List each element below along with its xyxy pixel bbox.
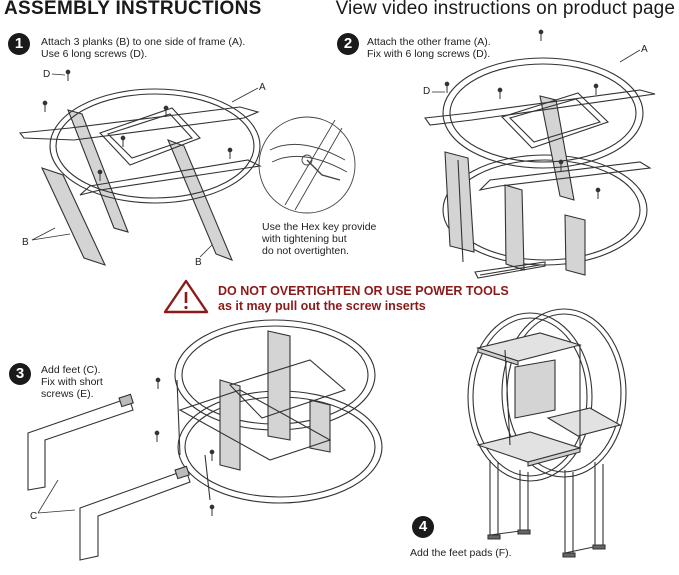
warning-line-1: DO NOT OVERTIGHTEN OR USE POWER TOOLS (218, 284, 509, 298)
step-3-text-line-1: Add feet (C). (41, 364, 101, 376)
step-2-text-line-2: Fix with 6 long screws (D). (367, 48, 491, 60)
foot-pad-f-3 (563, 553, 575, 557)
foot-c-lower (80, 470, 190, 560)
step-1-illustration (20, 69, 260, 265)
part-label-b-step1-right: B (195, 257, 202, 268)
step-1-text-line-1: Attach 3 planks (B) to one side of frame… (41, 36, 246, 48)
step-4-text-line-1: Add the feet pads (F). (410, 547, 512, 559)
hex-key-note-line-1: Use the Hex key provide (262, 221, 377, 233)
step-4-illustration (468, 309, 626, 557)
step-3-text-line-2: Fix with short (41, 376, 103, 388)
page-title: ASSEMBLY INSTRUCTIONS (4, 0, 262, 19)
part-label-d-step2: D (423, 86, 431, 97)
frame-a-ring (50, 89, 260, 203)
foot-pad-f-2 (518, 530, 530, 534)
step-1-number: 1 (8, 33, 30, 55)
frame-a-vertical-1 (468, 313, 592, 481)
hex-key-detail (259, 117, 355, 213)
hex-key-icon (307, 160, 340, 180)
hex-key-note-line-2: with tightening but (262, 233, 347, 245)
step-2-number: 2 (337, 33, 359, 55)
warning-message: DO NOT OVERTIGHTEN OR USE POWER TOOLS as… (218, 284, 509, 314)
frame-a-vertical-2 (502, 309, 626, 477)
foot-pad-f-4 (593, 545, 605, 549)
part-label-a-step1: A (259, 82, 266, 93)
plank-b-right (168, 140, 232, 260)
step-3-illustration (28, 320, 382, 560)
hex-key-insert (302, 155, 312, 165)
step-2-text-line-1: Attach the other frame (A). (367, 36, 491, 48)
foot-pad-f-1 (488, 535, 500, 539)
part-label-a-step2: A (641, 44, 648, 55)
plank-b-left (42, 168, 105, 265)
part-label-c-step3: C (30, 511, 38, 522)
part-label-d-step1: D (43, 69, 51, 80)
frame-a-ring-top (443, 58, 643, 168)
step-3-text-line-3: screws (E). (41, 388, 94, 400)
step-1-text-line-2: Use 6 long screws (D). (41, 48, 148, 60)
warning-triangle-icon (165, 281, 207, 312)
video-instructions-note: View video instructions on product page (335, 0, 675, 19)
frame-cross-bar (20, 107, 258, 140)
step-2-illustration (425, 29, 655, 278)
part-label-b-step1-left: B (22, 237, 29, 248)
hex-key-note-line-3: do not overtighten. (262, 245, 349, 257)
frame-center-square (100, 108, 200, 165)
warning-line-2: as it may pull out the screw inserts (218, 299, 426, 313)
step-4-number: 4 (412, 516, 434, 538)
step-3-number: 3 (9, 363, 31, 385)
foot-c-upper (28, 398, 133, 490)
